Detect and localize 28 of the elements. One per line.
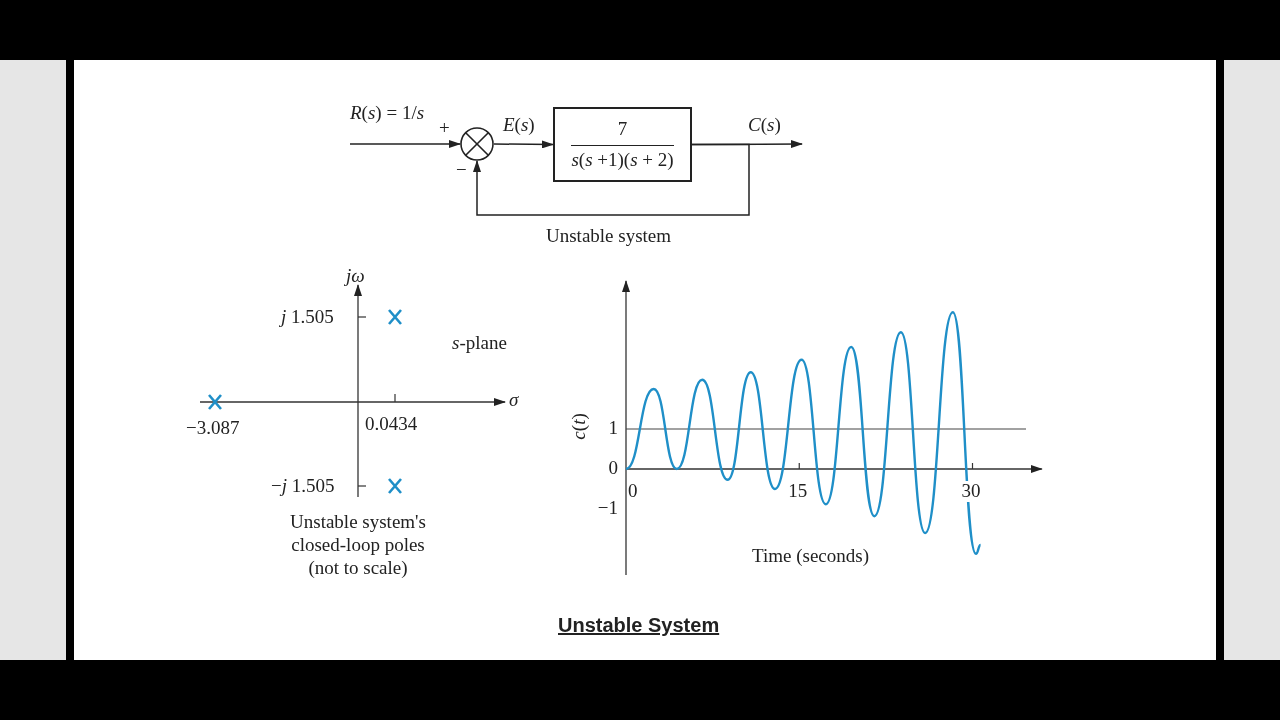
arrow xyxy=(493,140,554,149)
signal-label: R(s) = 1/s xyxy=(350,103,425,124)
tick-label: 30 xyxy=(961,481,981,502)
tick-label: 0 xyxy=(607,458,618,479)
tick-label: −j 1.505 xyxy=(271,476,335,497)
tick-label: −3.087 xyxy=(186,418,240,439)
transfer-function-block xyxy=(553,107,692,182)
tick-label: 1 xyxy=(607,418,618,439)
arrow xyxy=(473,143,750,216)
plane-label: s-plane xyxy=(452,333,507,354)
diagram-caption: Unstable system xyxy=(546,226,672,247)
x-axis-title: Time (seconds) xyxy=(752,546,869,567)
tick-label: 0.0434 xyxy=(365,414,418,435)
summing-junction xyxy=(460,127,494,161)
tick-label: −1 xyxy=(596,498,618,519)
axis-label: jω xyxy=(346,266,365,287)
y-axis-title: c(t) xyxy=(568,413,590,440)
axis-label: σ xyxy=(509,390,519,411)
numerator: 7 xyxy=(616,118,629,141)
arrow xyxy=(349,140,461,148)
signal-label: E(s) xyxy=(503,115,535,136)
figure-caption: Unstable system's closed-loop poles (not to scale) xyxy=(289,511,427,580)
figure-title: Unstable System xyxy=(558,614,720,636)
sign: − xyxy=(456,160,467,181)
tick-label: j 1.505 xyxy=(281,307,334,328)
denominator: s(s +1)(s + 2) xyxy=(571,144,674,171)
sign: + xyxy=(439,118,450,139)
signal-label: C(s) xyxy=(748,115,781,136)
